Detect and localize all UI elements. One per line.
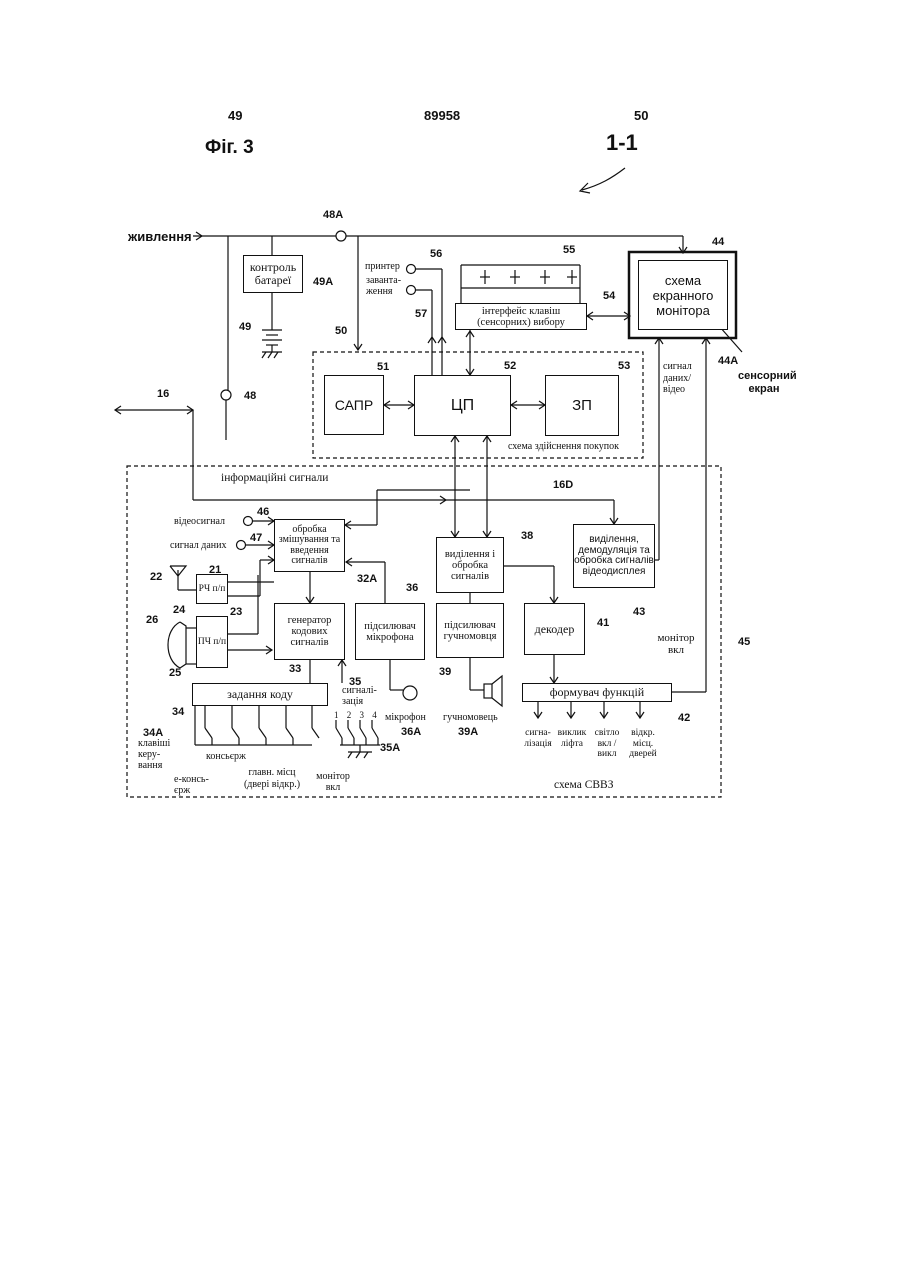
ref-33: 33 [289, 663, 301, 675]
code-generator-block: генератор кодових сигналів [274, 603, 345, 660]
sapr-block: САПР [324, 375, 384, 435]
speaker-amplifier-block: підсилювач гучномовця [436, 603, 504, 658]
mic-amplifier-block: підсилювач мікрофона [355, 603, 425, 660]
ref-39: 39 [439, 666, 451, 678]
main-door-label: главн. місц (двері відкр.) [237, 767, 307, 791]
data-video-label: сигнал даних/ відео [663, 361, 709, 396]
video-processing-block: виділення, демодуляція та обробка сигнал… [573, 524, 655, 588]
ref-49: 49 [239, 321, 251, 333]
screen-monitor-block: схема екранного монітора [638, 260, 728, 330]
info-signals-label: інформаційні сигнали [221, 472, 328, 484]
ref-45: 45 [738, 636, 750, 648]
microphone-label: мікрофон [385, 712, 426, 724]
ref-39A: 39A [458, 726, 478, 738]
touch-screen-label: сенсорний екран [738, 370, 790, 396]
out-light-label: світло вкл / викл [592, 728, 622, 760]
battery-control-block: контроль батареї [243, 255, 303, 293]
alarm-switch-label: сигналі-зація [342, 686, 382, 707]
mixing-block: обробка змішування та введення сигналів [274, 519, 345, 572]
ref-35A: 35A [380, 742, 400, 754]
ref-54: 54 [603, 290, 615, 302]
svvz-circuit-label: схема СВВЗ [554, 779, 613, 791]
cpu-block: ЦП [414, 375, 511, 436]
ref-43: 43 [633, 606, 645, 618]
ref-48: 48 [244, 390, 256, 402]
out-lift-label: виклик ліфта [556, 728, 588, 749]
out-door-label: відкр. місц. дверей [628, 728, 658, 760]
ref-56: 56 [430, 248, 442, 260]
code-setting-block: задання коду [192, 683, 328, 706]
concierge-label: консьєрж [206, 751, 246, 763]
ref-24: 24 [173, 604, 185, 616]
ref-57: 57 [415, 308, 427, 320]
printer-label: принтер [365, 261, 400, 273]
ref-16D: 16D [553, 479, 573, 491]
ref-25: 25 [169, 667, 181, 679]
power-label: живлення [128, 229, 192, 244]
ref-35: 35 [349, 676, 361, 688]
data-signal-label: сигнал даних [170, 540, 227, 552]
ref-53: 53 [618, 360, 630, 372]
ref-51: 51 [377, 361, 389, 373]
ref-34: 34 [172, 706, 184, 718]
ref-42: 42 [678, 712, 690, 724]
ref-48A: 48A [323, 209, 343, 221]
ref-22: 22 [150, 571, 162, 583]
monitor-on-switch-label: монітор вкл [313, 771, 353, 793]
memory-block: ЗП [545, 375, 619, 436]
e-concierge-label: е-консь-єрж [174, 774, 212, 796]
ref-26: 26 [146, 614, 158, 626]
switch-numbers: 1 2 3 4 [334, 709, 380, 721]
purchase-circuit-label: схема здійснення покупок [508, 441, 619, 453]
extraction-block: виділення і обробка сигналів [436, 537, 504, 593]
ref-44A: 44A [718, 355, 738, 367]
loading-label: заванта-ження [366, 275, 406, 297]
ref-50: 50 [335, 325, 347, 337]
ref-38: 38 [521, 530, 533, 542]
rf-block: РЧ п/п [196, 574, 228, 604]
ref-21: 21 [209, 564, 221, 576]
control-keys-label: клавіші керу-вання [138, 738, 174, 771]
decoder-block: декодер [524, 603, 585, 655]
function-former-block: формувач функцій [522, 683, 672, 702]
ref-41: 41 [597, 617, 609, 629]
ref-23: 23 [230, 606, 242, 618]
ref-44: 44 [712, 236, 724, 248]
ref-34A: 34A [143, 727, 163, 739]
ref-52: 52 [504, 360, 516, 372]
ref-36: 36 [406, 582, 418, 594]
ref-49A: 49A [313, 276, 333, 288]
ref-36A: 36A [401, 726, 421, 738]
if-block: ПЧ п/п [196, 616, 228, 668]
monitor-on-label: монітор вкл [651, 632, 701, 656]
ref-47: 47 [250, 532, 262, 544]
ref-32A: 32A [357, 573, 377, 585]
ref-46: 46 [257, 506, 269, 518]
video-signal-label: відеосигнал [174, 516, 225, 528]
keys-interface-block: інтерфейс клавіш (сенсорних) вибору [455, 303, 587, 330]
out-alarm-label: сигна-лізація [520, 728, 556, 749]
speaker-label: гучномовець [443, 712, 498, 724]
ref-16: 16 [157, 388, 169, 400]
ref-55: 55 [563, 244, 575, 256]
